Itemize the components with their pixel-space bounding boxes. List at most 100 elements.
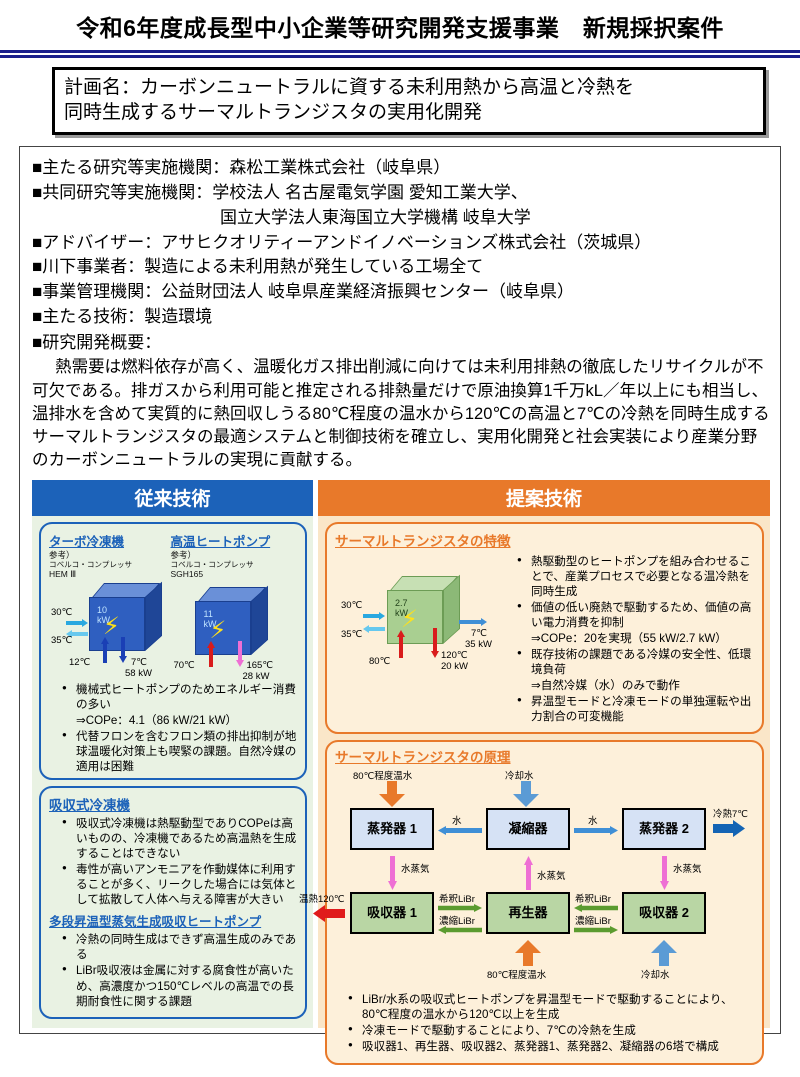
thermal-transistor-sketch: 2.7 kW ⚡ 30℃ [335, 552, 503, 684]
turbo-chiller-sub-1: 参考） [49, 549, 75, 560]
lightning-bolt-icon: ⚡ [401, 605, 418, 633]
flow-steam-label-3: 水蒸気 [673, 864, 702, 876]
tt-heat-input-arrow-up-icon [397, 629, 405, 658]
dilute-libr-arrow-left-2-icon [574, 904, 618, 913]
list-item: 熱駆動型のヒートポンプを組み合わせることで、産業プロセスで必要となる温冷熱を同時… [517, 554, 754, 599]
overview-heading: ■研究開発概要： [32, 332, 162, 352]
condenser-box: 凝縮器 [486, 808, 570, 851]
list-item: 冷熱の同時生成はできず高温生成のみである [62, 932, 297, 962]
comparison-area: 従来技術 ターボ冷凍機 参考） コベルコ・コンプレッサ HEM Ⅲ [32, 479, 770, 1065]
multistage-heat-pump-title: 多段昇温型蒸気生成吸収ヒートポンプ [49, 915, 262, 930]
conventional-tech-column: 従来技術 ターボ冷凍機 参考） コベルコ・コンプレッサ HEM Ⅲ [32, 479, 313, 1028]
tt-heat-input-temp: 80℃ [369, 655, 391, 667]
proposed-tech-column: 提案技術 サーマルトランジスタの特徴 2.7 kW ⚡ 30℃ [299, 479, 770, 1065]
turbo-chiller-power-label: 10 kW [97, 604, 110, 625]
flow-steam-label-2: 水蒸気 [537, 871, 566, 883]
dilute-libr-arrow-right-1-icon [438, 904, 482, 913]
flow-water-label-right: 水 [588, 816, 598, 828]
flow-cold-output-label: 冷熱7℃ [713, 809, 748, 821]
proposed-tech-header: 提案技術 [318, 479, 770, 516]
cooling-water-arrow-up-icon [651, 940, 677, 967]
thermal-transistor-principle-title: サーマルトランジスタの原理 [335, 750, 511, 766]
hp-bottom-right-power: 28 kW [242, 670, 270, 682]
principle-flow-diagram: 80℃程度温水 冷却水 蒸発器 1 凝縮器 蒸発器 2 [299, 768, 754, 982]
steam-arrow-down-1-icon [388, 856, 397, 891]
tt-inlet-arrow-right-icon [363, 611, 385, 620]
flow-hot-water-inlet-label: 80℃程度温水 [353, 771, 413, 783]
turbo-chiller-sub-3: HEM Ⅲ [49, 568, 77, 579]
hot-output-arrow-icon [313, 905, 345, 923]
flow-dilute-libr-label-1: 希釈LiBr [439, 894, 475, 906]
flow-concentrated-libr-label-2: 濃縮LiBr [575, 916, 611, 928]
tt-outlet-arrow-left-icon [363, 624, 385, 633]
flow-cooling-water-inlet-label: 冷却水 [505, 771, 534, 783]
steam-arrow-down-2-icon [660, 856, 669, 891]
tt-cold-output-arrow-icon [459, 617, 487, 626]
conventional-bullets-3: 冷熱の同時生成はできず高温生成のみである LiBr吸収液は金属に対する腐食性が高… [49, 932, 297, 1008]
flow-water-label-left: 水 [452, 816, 462, 828]
cold-output-arrow-icon [713, 820, 745, 838]
flow-hot-water-bottom-label: 80℃程度温水 [487, 970, 547, 982]
regenerator-box: 再生器 [486, 892, 570, 935]
steam-arrow-up-icon [524, 856, 533, 891]
info-main-organization: ■主たる研究等実施機関：森松工業株式会社（岐阜県） [32, 158, 451, 178]
tt-cold-output-power: 35 kW [465, 638, 492, 650]
list-item: 吸収式冷凍機は熱駆動型でありCOPeは高いものの、冷凍機であるため高温熱を生成す… [62, 816, 297, 861]
plan-name-box: 計画名：カーボンニュートラルに資する未利用熱から高温と冷熱を 同時生成するサーマ… [52, 67, 766, 136]
turbo-chiller-outlet-bottom-temp: 35℃ [51, 634, 73, 646]
list-item: LiBr/水系の吸収式ヒートポンプを昇温型モードで駆動することにより、80℃程度… [348, 992, 754, 1022]
list-item: LiBr吸収液は金属に対する腐食性が高いため、高濃度かつ150℃レベルの高温での… [62, 963, 297, 1008]
lightning-bolt-icon: ⚡ [103, 612, 120, 640]
list-item: ⇒COPe：4.1（86 kW/21 kW） [76, 713, 238, 727]
list-item: 吸収器1、再生器、吸収器2、蒸発器1、蒸発器2、凝縮器の6塔で構成 [348, 1039, 754, 1054]
turbo-chiller-inlet-top-temp: 30℃ [51, 606, 73, 618]
hp-bottom-left-temp: 70℃ [173, 659, 195, 671]
tt-heat-output-power: 20 kW [441, 660, 468, 672]
absorber-1-box: 吸収器 1 [350, 892, 434, 935]
tt-inlet-top-temp: 30℃ [341, 599, 363, 611]
info-advisor: ■アドバイザー：アサヒクオリティーアンドイノベーションズ株式会社（茨城県） [32, 232, 652, 252]
info-joint-organization: ■共同研究等実施機関：学校法人 名古屋電気学園 愛知工業大学、 [32, 182, 528, 202]
water-arrow-right-icon [574, 826, 618, 836]
absorption-chiller-panel: 吸収式冷凍機 吸収式冷凍機は熱駆動型でありCOPeは高いものの、冷凍機であるため… [39, 785, 307, 1019]
info-downstream-business: ■川下事業者：製造による未利用熱が発生している工場全て [32, 257, 484, 277]
conventional-machines-panel: ターボ冷凍機 参考） コベルコ・コンプレッサ HEM Ⅲ 10 kW ⚡ 30℃ [39, 521, 307, 780]
turbo-chiller-sketch: ターボ冷凍機 参考） コベルコ・コンプレッサ HEM Ⅲ 10 kW ⚡ 30℃ [49, 531, 166, 679]
conventional-bullets-1: 機械式ヒートポンプのためエネルギー消費の多い ⇒COPe：4.1（86 kW/2… [49, 682, 297, 774]
hp-bottom-right-temp: 165℃ [246, 659, 274, 671]
plan-name-line-1: 計画名：カーボンニュートラルに資する未利用熱から高温と冷熱を [64, 77, 635, 98]
list-item: 昇温型モードと冷凍モードの単独運転や出力割合の可変機能 [517, 694, 754, 724]
hp-outlet-arrow-down-icon [236, 640, 245, 667]
list-item: 既存技術の課題である冷媒の安全性、低環境負荷 [517, 647, 754, 677]
info-joint-organization-2: 国立大学法人東海国立大学機構 岐阜大学 [220, 207, 531, 227]
flow-steam-label-1: 水蒸気 [401, 864, 430, 876]
high-temp-heat-pump-power-label: 11 kW [203, 608, 217, 629]
hot-water-arrow-up-icon [515, 940, 541, 967]
bottom-outlet-arrow-down-icon [119, 636, 127, 663]
thermal-transistor-power-label: 2.7 kW [395, 597, 408, 618]
list-item: 価値の低い廃熱で駆動するため、価値の高い電力消費を抑制 [517, 600, 754, 630]
info-main-technology: ■主たる技術：製造環境 [32, 307, 213, 327]
concentrated-libr-arrow-left-1-icon [438, 926, 482, 935]
conventional-tech-header: 従来技術 [32, 479, 313, 516]
turbo-chiller-bottom-right-temp: 7℃ [131, 656, 147, 668]
flow-hot-output-label: 温熱120℃ [299, 894, 345, 906]
turbo-chiller-bottom-right-power: 58 kW [125, 667, 152, 679]
flow-cooling-water-bottom-label: 冷却水 [641, 970, 670, 982]
hot-water-arrow-down-icon [379, 781, 405, 808]
absorber-2-box: 吸収器 2 [622, 892, 706, 935]
list-item: 毒性が高いアンモニアを作動媒体に利用することが多く、リークした場合には気体として… [62, 862, 297, 907]
list-item: ⇒COPe：20を実現（55 kW/2.7 kW） [531, 631, 727, 645]
main-content-box: ■主たる研究等実施機関：森松工業株式会社（岐阜県） ■共同研究等実施機関：学校法… [19, 146, 781, 1065]
flow-concentrated-libr-label-1: 濃縮LiBr [439, 916, 475, 928]
list-item: 機械式ヒートポンプのためエネルギー消費の多い [62, 682, 297, 712]
turbo-chiller-title: ターボ冷凍機 [49, 534, 125, 549]
machine-sketches: ターボ冷凍機 参考） コベルコ・コンプレッサ HEM Ⅲ 10 kW ⚡ 30℃ [49, 531, 297, 682]
tt-heat-output-temp: 120℃ [441, 649, 468, 661]
flow-dilute-libr-label-2: 希釈LiBr [575, 894, 611, 906]
conventional-bullets-2: 吸収式冷凍機は熱駆動型でありCOPeは高いものの、冷凍機であるため高温熱を生成す… [49, 816, 297, 907]
concentrated-libr-arrow-right-2-icon [574, 926, 618, 935]
bottom-inlet-arrow-up-icon [101, 636, 109, 663]
absorption-chiller-title: 吸収式冷凍機 [49, 797, 130, 813]
turbo-chiller-sub-2: コベルコ・コンプレッサ [49, 559, 133, 569]
